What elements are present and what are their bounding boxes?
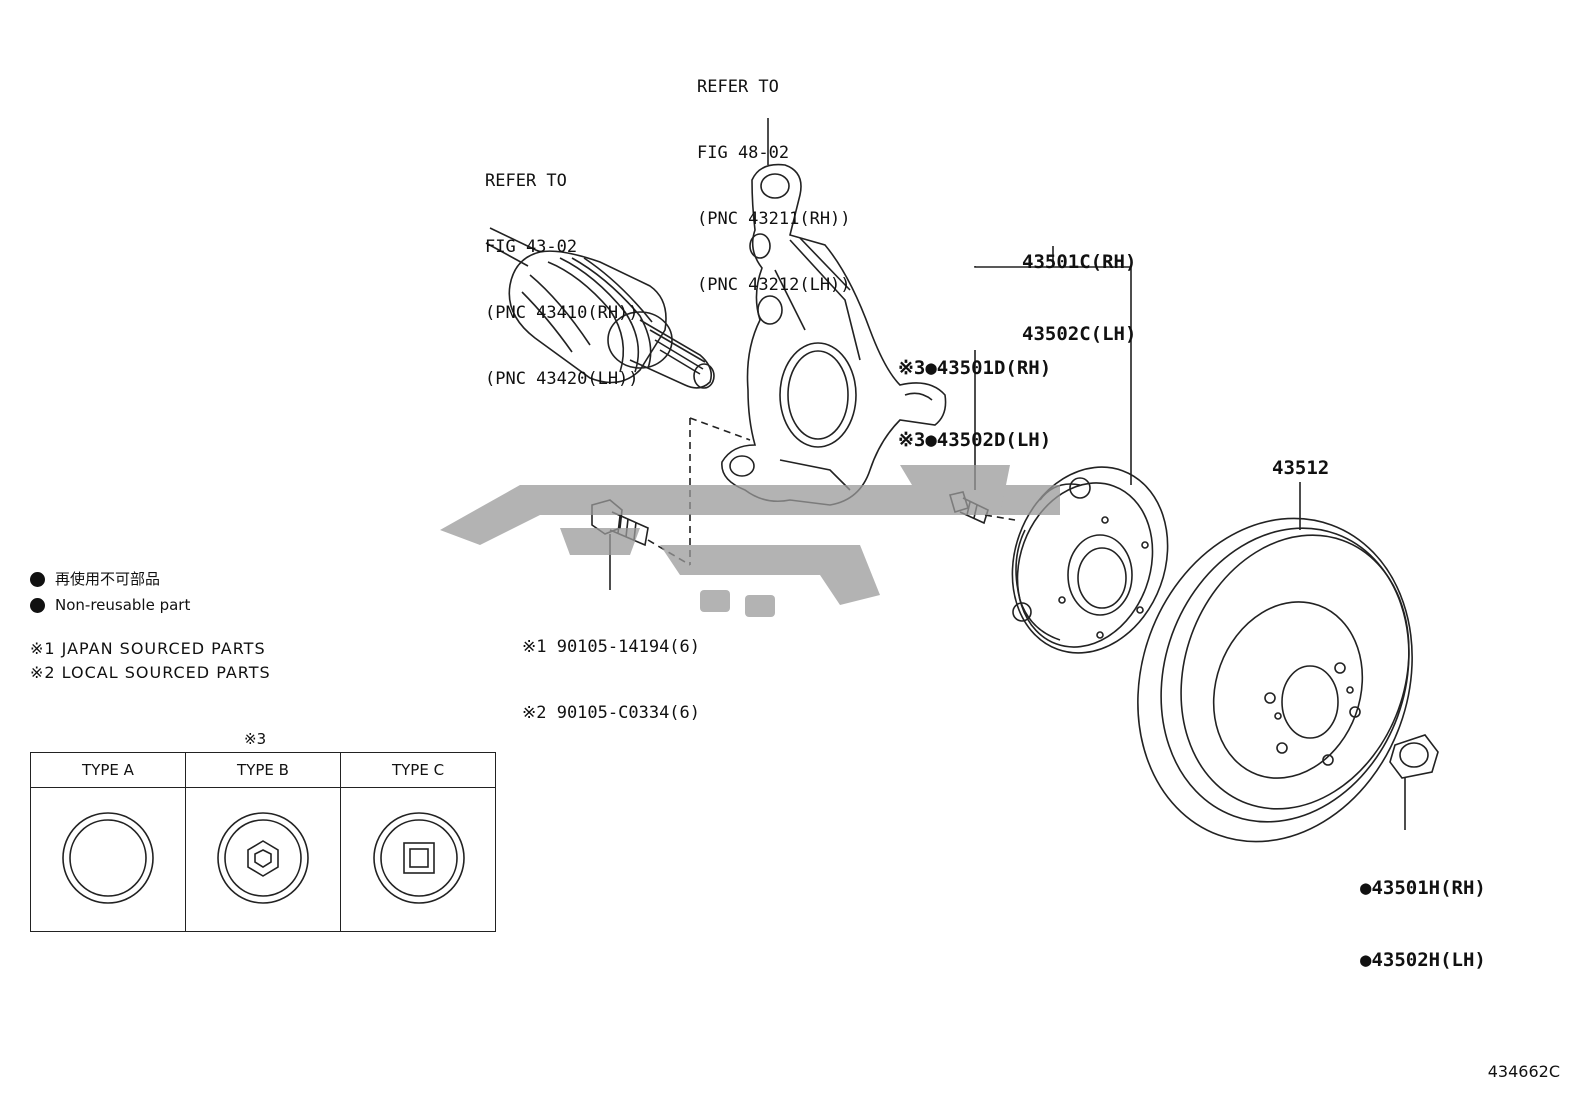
hub-nut: [1389, 734, 1439, 830]
legend-row-japanese: 再使用不可部品: [30, 566, 190, 592]
source-notes: ※1 JAPAN SOURCED PARTS ※2 LOCAL SOURCED …: [30, 639, 271, 682]
hub-bolt-callout: ※3●43501D(RH) ※3●43502D(LH): [898, 357, 1052, 451]
drive-shaft: [485, 227, 715, 389]
type-table-mark: ※3: [244, 730, 267, 748]
type-a-cell: [30, 787, 186, 932]
nut-callout: ●43501H(RH) ●43502H(LH): [1360, 877, 1486, 971]
type-c-cell: [340, 787, 496, 932]
type-b-header: TYPE B: [185, 752, 341, 788]
hub-assembly-callout: 43501C(RH) 43502C(LH): [1022, 251, 1137, 345]
type-c-header: TYPE C: [340, 752, 496, 788]
steering-knuckle: [721, 118, 947, 506]
type-b-cell: [185, 787, 341, 932]
knuckle-bolt-callout: ※1 90105-14194(6) ※2 90105-C0334(6): [522, 637, 701, 723]
watermark-logo: [440, 465, 1060, 617]
bullet-icon: [30, 571, 45, 587]
type-a-header: TYPE A: [30, 752, 186, 788]
shaft-reference: REFER TO FIG 43-02 (PNC 43410(RH)) (PNC …: [485, 171, 639, 389]
brake-rotor: [1137, 482, 1413, 843]
knuckle-reference: REFER TO FIG 48-02 (PNC 43211(RH)) (PNC …: [697, 77, 851, 295]
legend-row-english: Non-reusable part: [30, 592, 190, 618]
type-table: TYPE A TYPE B TYPE C: [30, 752, 496, 932]
rotor-callout: 43512: [1272, 457, 1330, 479]
bullet-icon: [30, 597, 45, 613]
figure-number: 434662C: [1487, 1062, 1560, 1081]
legend: 再使用不可部品 Non-reusable part: [30, 566, 190, 618]
